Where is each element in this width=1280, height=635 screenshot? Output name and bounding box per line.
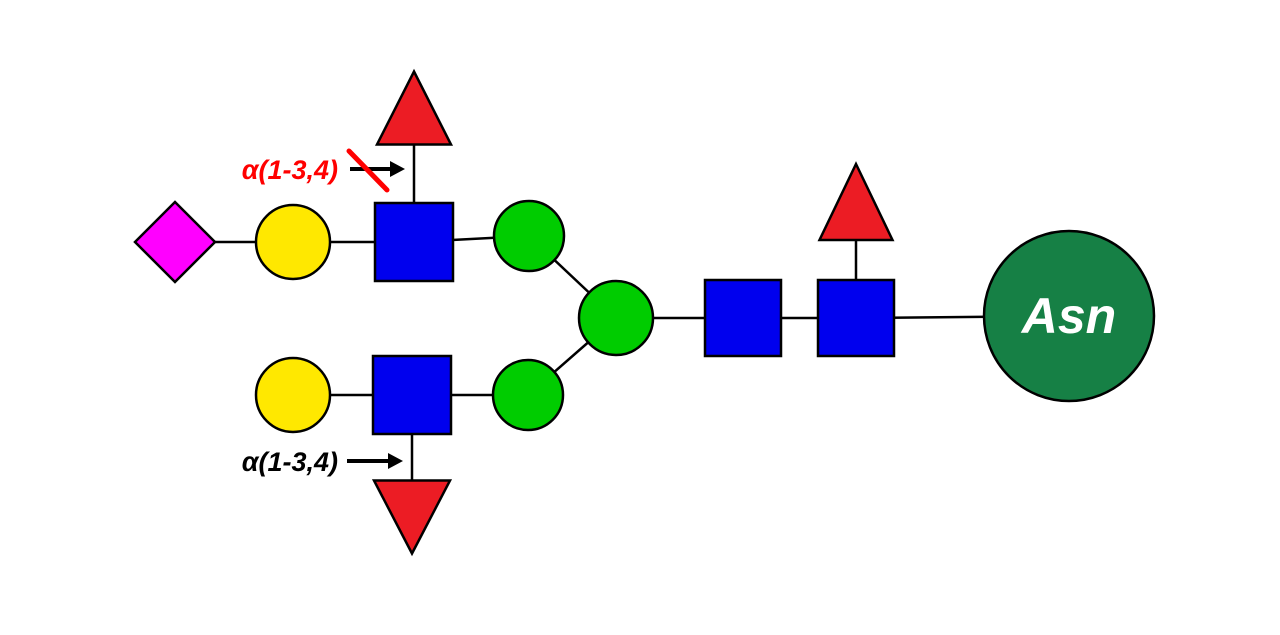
- node-fucose-core: [817, 161, 895, 242]
- node-mannose-lower: [491, 358, 565, 432]
- node-asn: [982, 229, 1156, 403]
- arrow-head-icon-lower-linkage: [388, 453, 403, 469]
- node-glcnac-core-inner: [703, 278, 783, 358]
- node-glcnac-lower: [371, 354, 453, 436]
- node-galactose-upper: [254, 203, 332, 281]
- node-galactose-lower: [254, 356, 332, 434]
- node-sialic-acid-diamond: [133, 200, 217, 284]
- node-fucose-upper: [374, 68, 454, 146]
- annotation-text-lower-linkage: α(1-3,4): [242, 447, 338, 477]
- blocked-slash-icon-upper-linkage-blocked: [346, 148, 390, 193]
- node-mannose-core: [577, 279, 655, 357]
- arrow-head-icon-upper-linkage-blocked: [390, 161, 405, 177]
- node-mannose-upper: [492, 199, 566, 273]
- label-asn: Asn: [1020, 288, 1116, 344]
- node-glcnac-core-reducing: [816, 278, 896, 358]
- node-fucose-lower: [371, 479, 453, 557]
- node-glcnac-upper: [373, 201, 455, 283]
- annotation-text-upper-linkage-blocked: α(1-3,4): [242, 155, 338, 185]
